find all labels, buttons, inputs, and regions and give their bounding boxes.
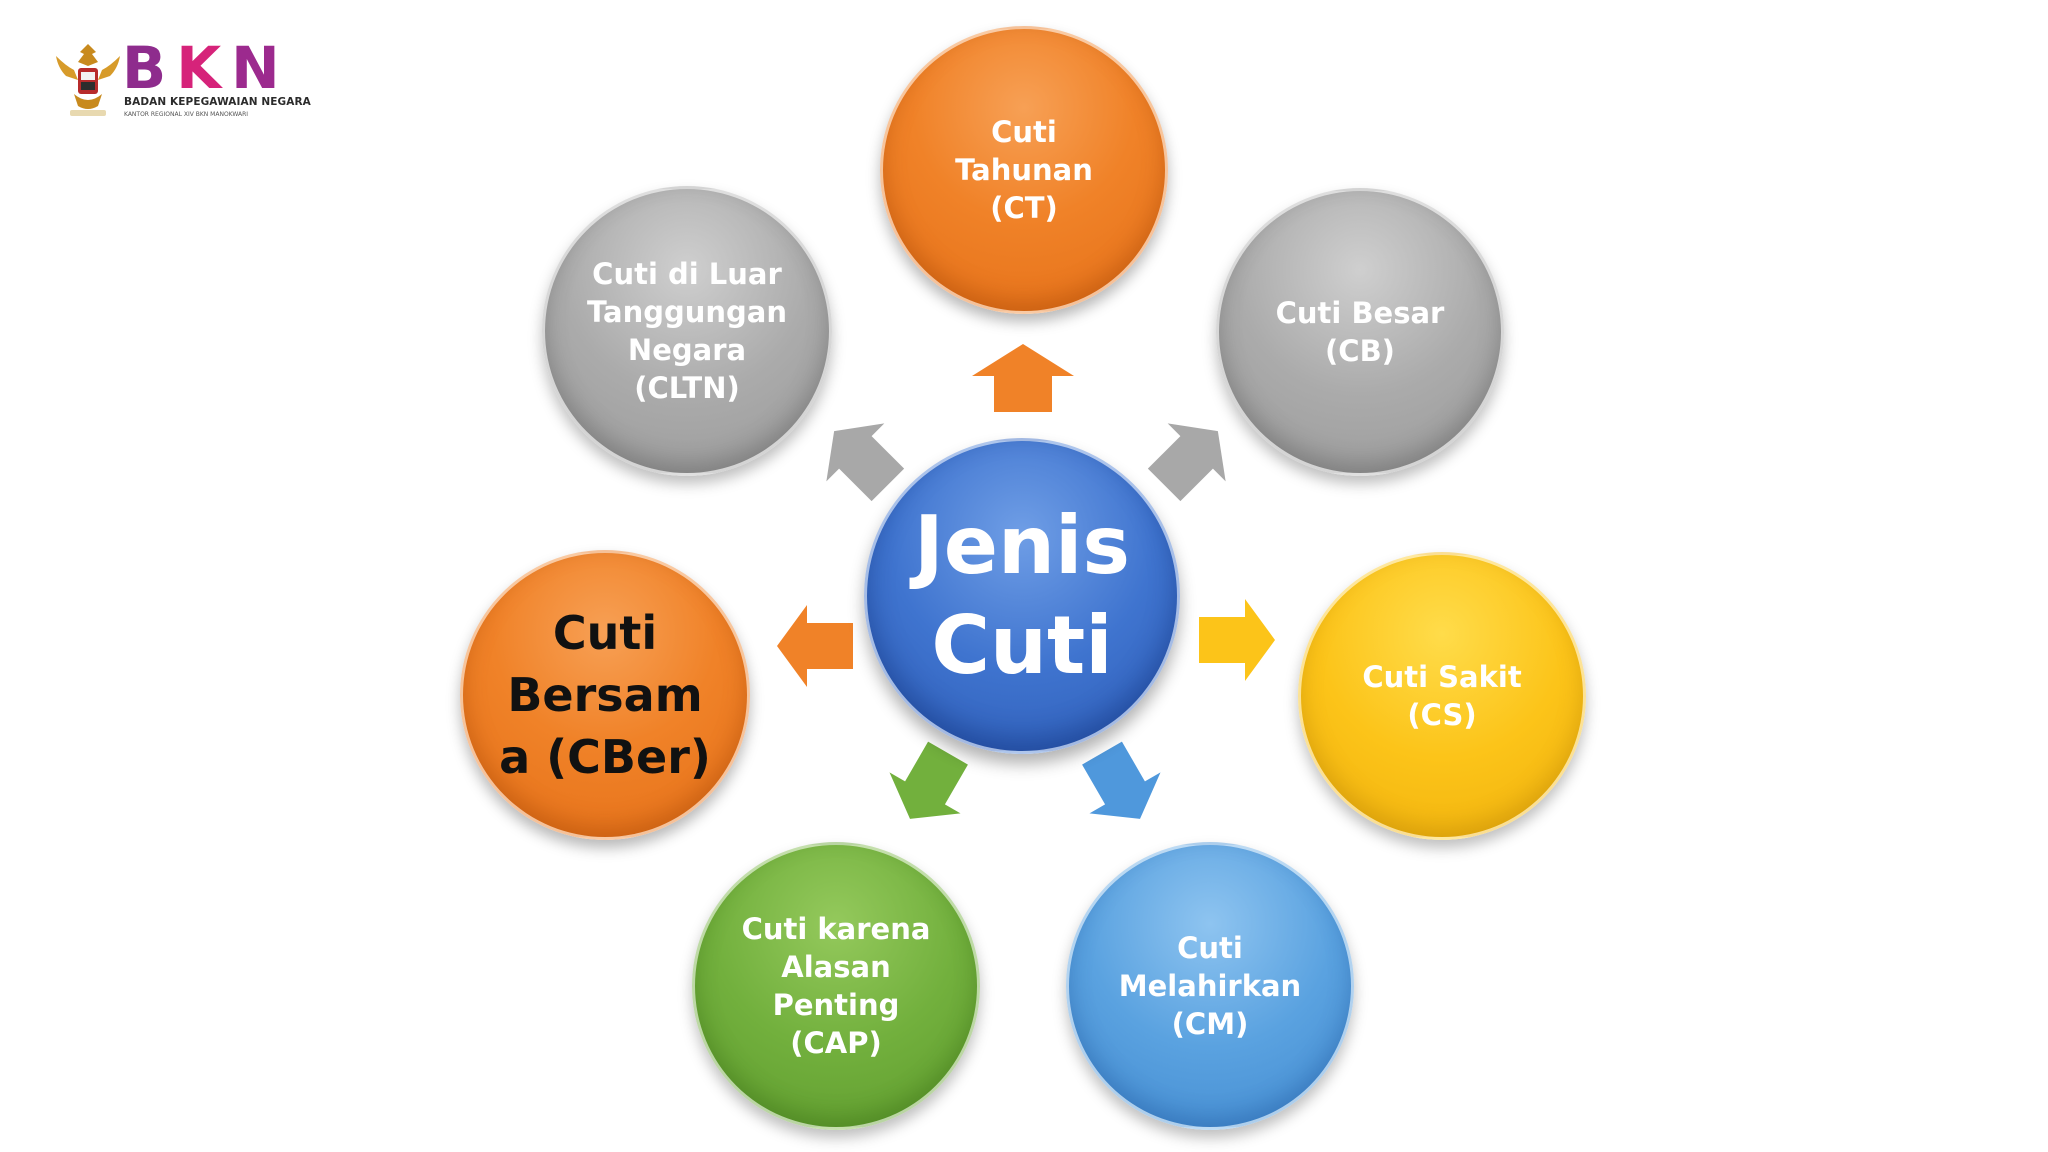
logo-letters: B K N	[122, 38, 280, 98]
node-cuti-besar: Cuti Besar (CB)	[1216, 188, 1504, 476]
node-label-cltn: Cuti di Luar Tanggungan Negara (CLTN)	[586, 257, 788, 405]
arrow-cltn	[826, 423, 905, 502]
arrow-cb	[1147, 423, 1226, 502]
logo-letter-n: N	[231, 34, 280, 102]
node-label-cs: Cuti Sakit (CS)	[1362, 660, 1522, 732]
node-label-cber: Cuti Bersam a (CBer)	[499, 606, 711, 784]
node-label-cb: Cuti Besar (CB)	[1275, 296, 1445, 368]
node-cuti-sakit: Cuti Sakit (CS)	[1298, 552, 1586, 840]
arrow-cm	[1082, 741, 1161, 819]
node-label-cap: Cuti karena Alasan Penting (CAP)	[741, 912, 931, 1060]
logo-office: KANTOR REGIONAL XIV BKN MANOKWARI	[124, 111, 249, 118]
center-node-jenis-cuti: Jenis Cuti	[864, 438, 1180, 754]
node-cuti-bersama: Cuti Bersam a (CBer)	[460, 550, 750, 840]
logo-letter-k: K	[176, 34, 222, 102]
node-cuti-alasan-penting: Cuti karena Alasan Penting (CAP)	[692, 842, 980, 1130]
node-label-cm: Cuti Melahirkan (CM)	[1118, 931, 1302, 1041]
node-cuti-melahirkan: Cuti Melahirkan (CM)	[1066, 842, 1354, 1130]
arrow-cs	[1199, 599, 1275, 681]
node-cuti-tahunan: Cuti Tahunan (CT)	[880, 26, 1168, 314]
node-label-ct: Cuti Tahunan (CT)	[955, 115, 1093, 225]
logo-org-name: BADAN KEPEGAWAIAN NEGARA	[124, 96, 311, 108]
bkn-logo: B K N BADAN KEPEGAWAIAN NEGARA KANTOR RE…	[52, 36, 311, 126]
arrow-ct	[972, 344, 1074, 412]
node-cuti-luar-tanggungan: Cuti di Luar Tanggungan Negara (CLTN)	[542, 186, 832, 476]
logo-letter-b: B	[122, 34, 167, 102]
garuda-emblem-icon	[56, 44, 120, 116]
center-label: Jenis Cuti	[913, 499, 1130, 692]
arrow-cap	[889, 741, 968, 819]
arrow-cber	[777, 605, 853, 687]
